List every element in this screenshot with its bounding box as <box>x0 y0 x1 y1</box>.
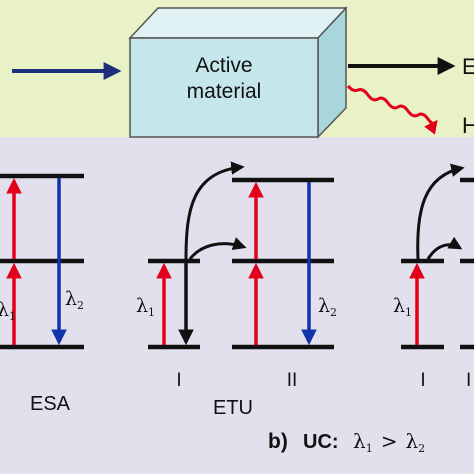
output-label-e: E <box>462 54 474 79</box>
right-ion2-label: I <box>466 370 471 391</box>
esa-label: ESA <box>30 393 71 415</box>
etu-transfer-arrow-lower <box>188 237 247 260</box>
etu-scheme: λ1 λ2 I II ETU <box>136 161 337 419</box>
esa-lambda1-label: λ1 <box>0 299 16 323</box>
etu-ion1-label: I <box>176 370 181 391</box>
box-top-face <box>128 7 348 39</box>
heat-output-wavy-arrow <box>346 85 438 135</box>
box-front-face <box>129 37 319 138</box>
right-transfer-arrow-lower <box>426 236 463 260</box>
box-label-line2: material <box>187 80 262 103</box>
caption-uc-label: UC: <box>303 431 339 453</box>
active-material-box: Active material <box>128 6 348 139</box>
right-ion1-label: I <box>420 370 425 391</box>
etu-ion2-label: II <box>287 370 298 391</box>
etu-transfer-arrow-upper <box>184 161 245 260</box>
panel-caption: b) UC: λ1>λ2 <box>268 429 425 455</box>
caption-relation: λ1>λ2 <box>353 429 425 455</box>
etu-lambda2-label: λ2 <box>318 295 337 319</box>
etu-lambda1-label: λ1 <box>136 295 155 319</box>
esa-scheme: λ1 λ2 ESA <box>0 173 84 415</box>
bottom-panel-background <box>0 137 474 474</box>
output-label-h: H <box>462 113 474 138</box>
caption-panel-letter: b) <box>268 430 288 453</box>
etu-label: ETU <box>213 397 253 419</box>
box-label-line1: Active <box>195 54 252 77</box>
right-lambda1-label: λ1 <box>393 295 412 319</box>
right-transfer-arrow-upper <box>416 163 465 260</box>
esa-lambda2-label: λ2 <box>65 288 84 312</box>
right-scheme: λ1 I I <box>393 163 474 391</box>
